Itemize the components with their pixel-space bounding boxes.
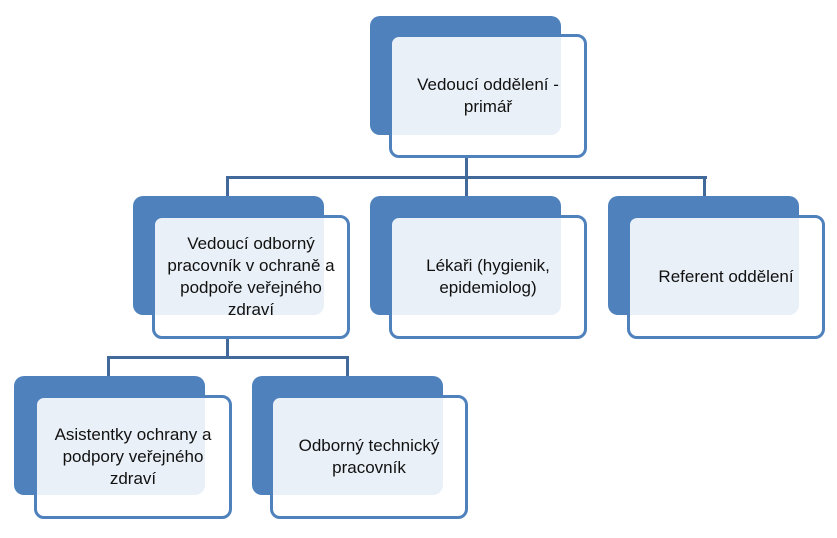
connector	[107, 356, 349, 359]
node-lead-worker: Vedoucí odborný pracovník v ochraně a po…	[152, 215, 350, 339]
connector	[465, 176, 468, 198]
connector	[107, 356, 110, 378]
node-head: Vedoucí oddělení - primář	[389, 34, 587, 158]
connector	[346, 356, 349, 378]
connector	[226, 176, 229, 198]
node-technician: Odborný technický pracovník	[270, 395, 468, 519]
connector	[226, 337, 229, 359]
node-doctors: Lékaři (hygienik, epidemiolog)	[389, 215, 587, 339]
connector	[703, 176, 706, 198]
connector	[465, 157, 468, 179]
node-assistants: Asistentky ochrany a podpory veřejného z…	[34, 395, 232, 519]
node-referent: Referent oddělení	[627, 215, 825, 339]
